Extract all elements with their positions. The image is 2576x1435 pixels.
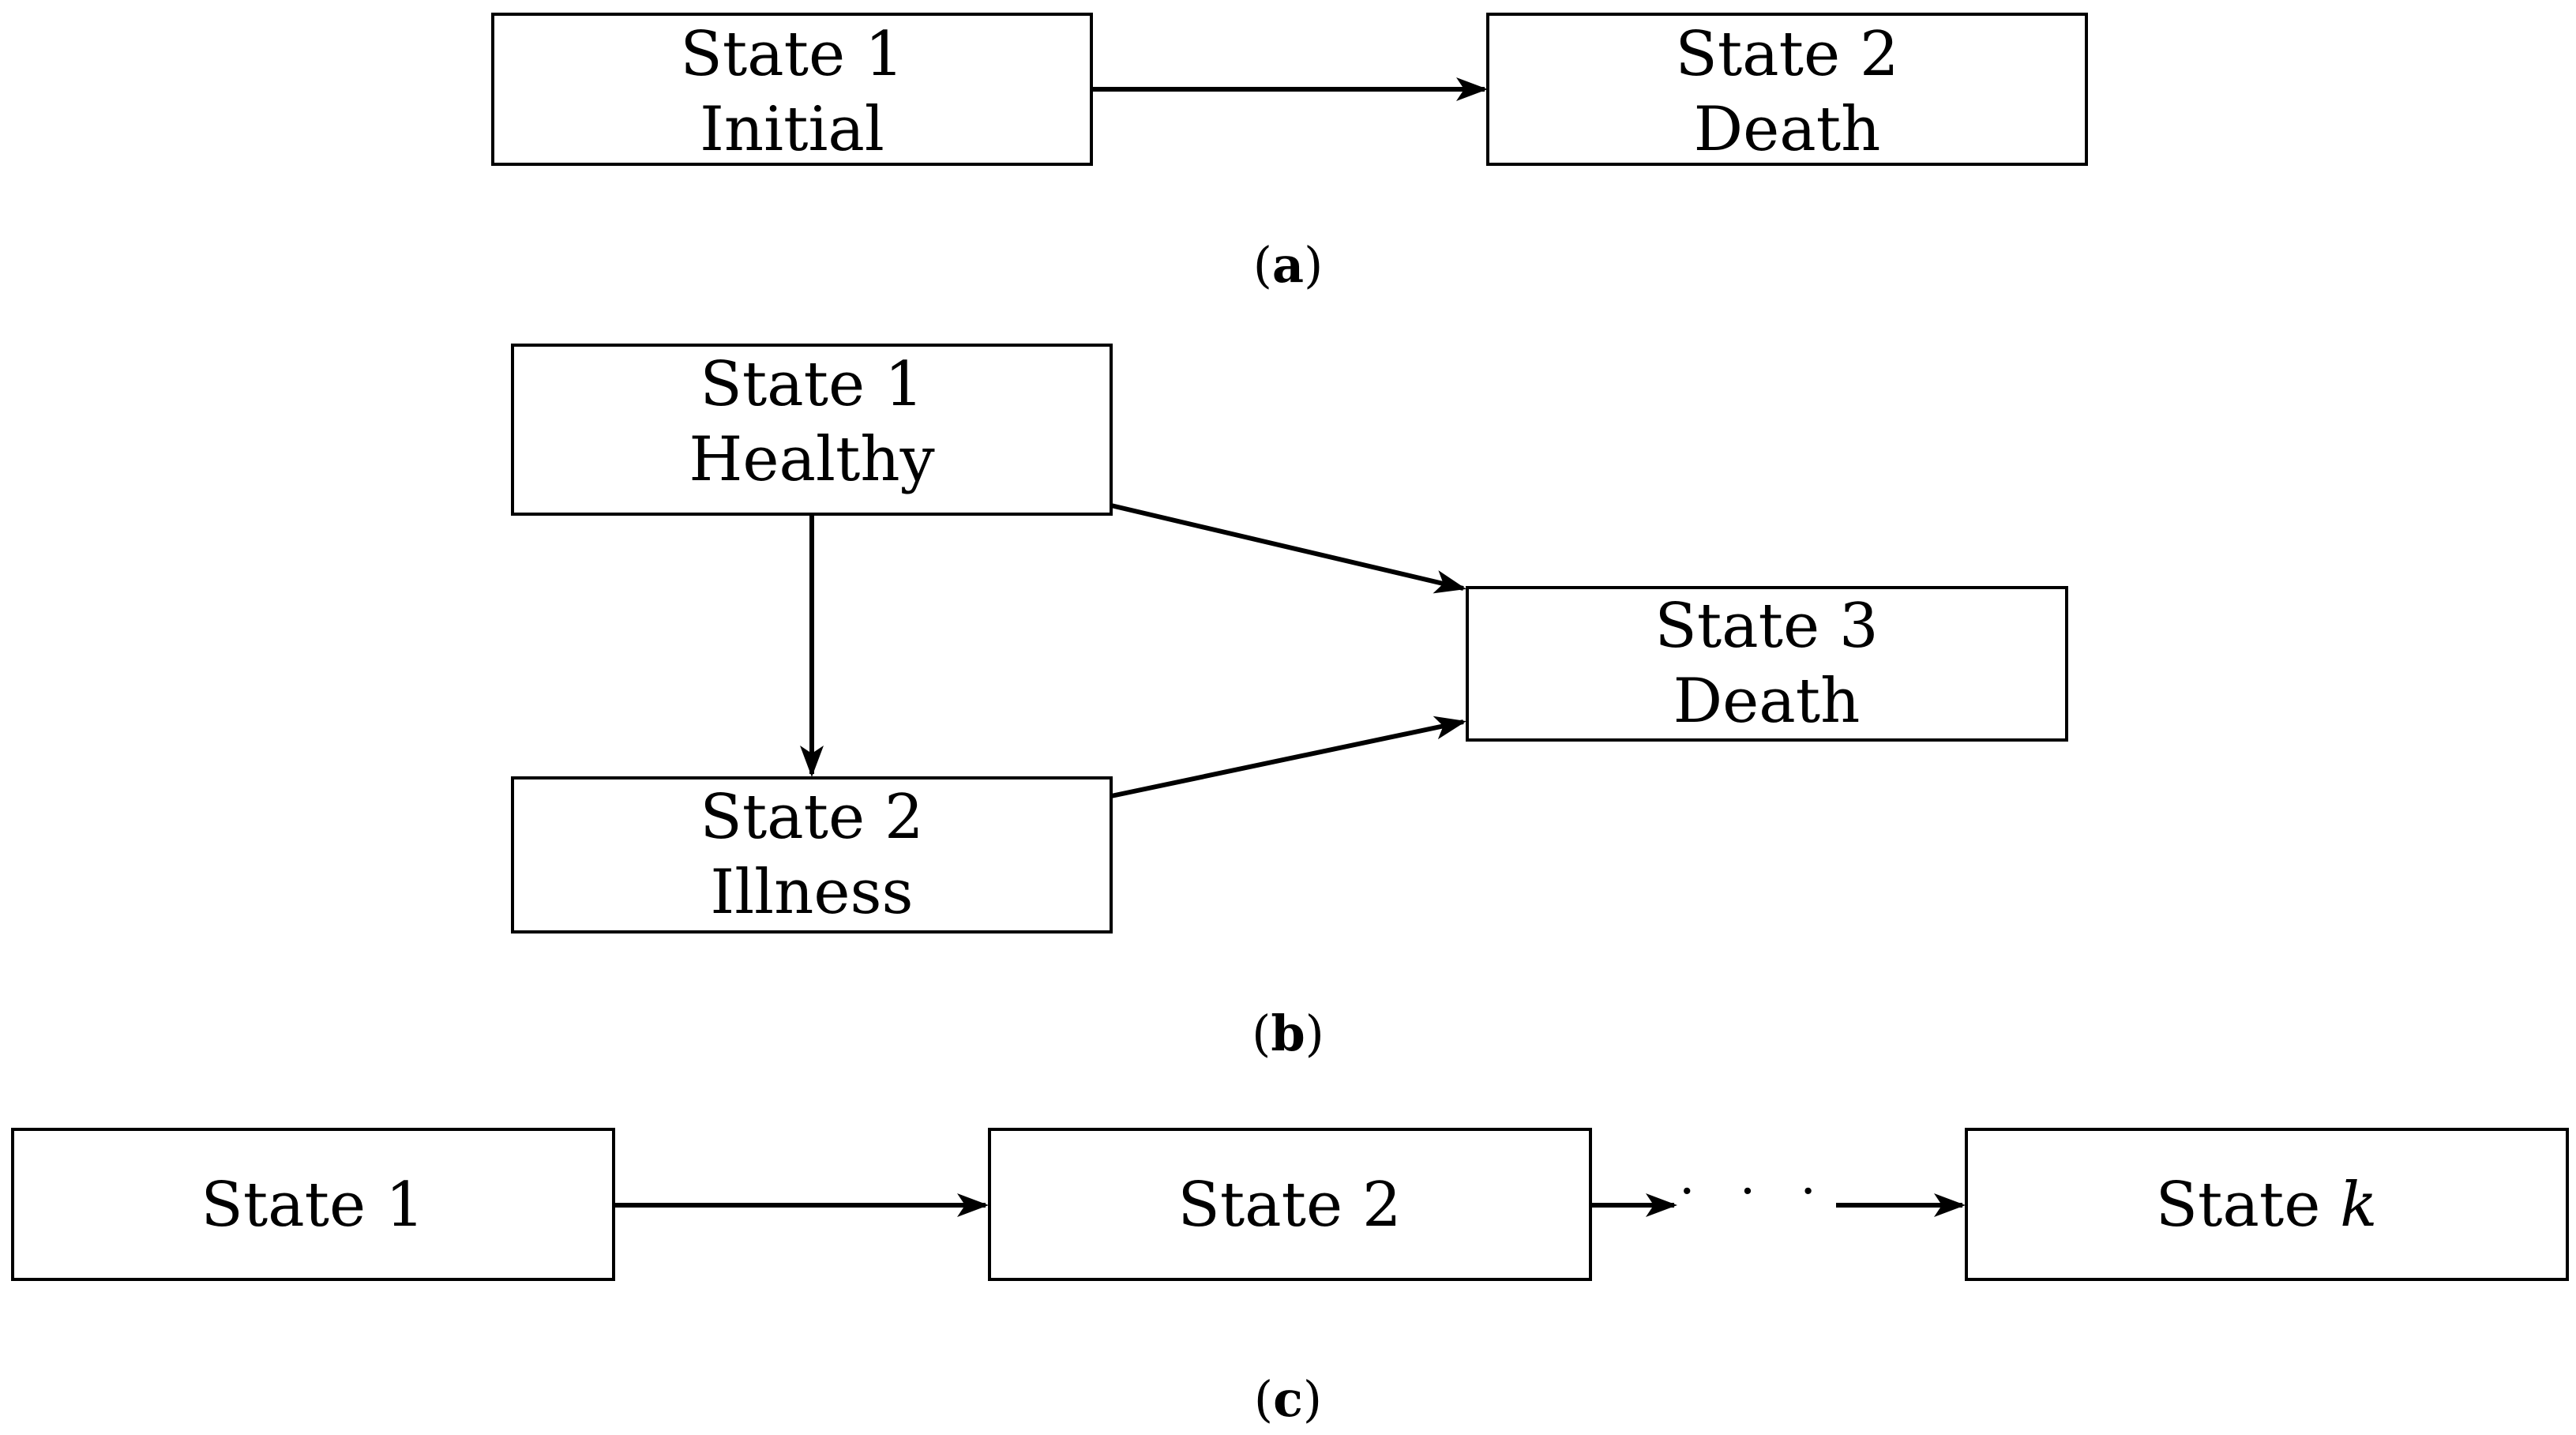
diagram-a: State 1 Initial State 2 Death (a) (491, 13, 2088, 294)
diagram-c: State 1 State 2 State k · · · (c) (11, 1128, 2569, 1428)
node-a-state2-title: State 2 (1675, 19, 1898, 90)
node-c-statek-title: State k (2156, 1170, 2378, 1241)
node-c-state1 (11, 1128, 615, 1281)
node-c-state2 (988, 1128, 1592, 1281)
node-a-state1-subtitle: Initial (700, 94, 884, 165)
node-b-state2 (511, 776, 1113, 934)
diagram-b: State 1 Healthy State 2 Illness State 3 … (511, 344, 2068, 1062)
edge-b-1-to-3 (1110, 503, 1466, 594)
node-c-state1-title: State 1 (201, 1170, 424, 1241)
node-a-state1-title: State 1 (680, 19, 903, 90)
caption-a: (a) (1253, 236, 1324, 294)
caption-b: (b) (1252, 1005, 1324, 1062)
node-b-state3 (1466, 586, 2068, 742)
node-a-state1 (491, 13, 1093, 166)
node-b-state2-subtitle: Illness (710, 857, 913, 928)
caption-c: (c) (1254, 1370, 1322, 1428)
node-b-state2-title: State 2 (700, 782, 923, 853)
edge-b-2-to-3 (1110, 716, 1466, 798)
node-b-state3-subtitle: Death (1673, 666, 1861, 737)
ellipsis: · · · (1679, 1163, 1831, 1221)
node-b-state1-title: State 1 (700, 349, 923, 420)
node-c-statek (1965, 1128, 2569, 1281)
node-a-state2-subtitle: Death (1694, 94, 1881, 165)
node-c-state2-title: State 2 (1177, 1170, 1401, 1241)
node-b-state3-title: State 3 (1654, 591, 1878, 662)
node-b-state1-subtitle: Healthy (689, 424, 934, 495)
node-a-state2 (1486, 13, 2088, 166)
